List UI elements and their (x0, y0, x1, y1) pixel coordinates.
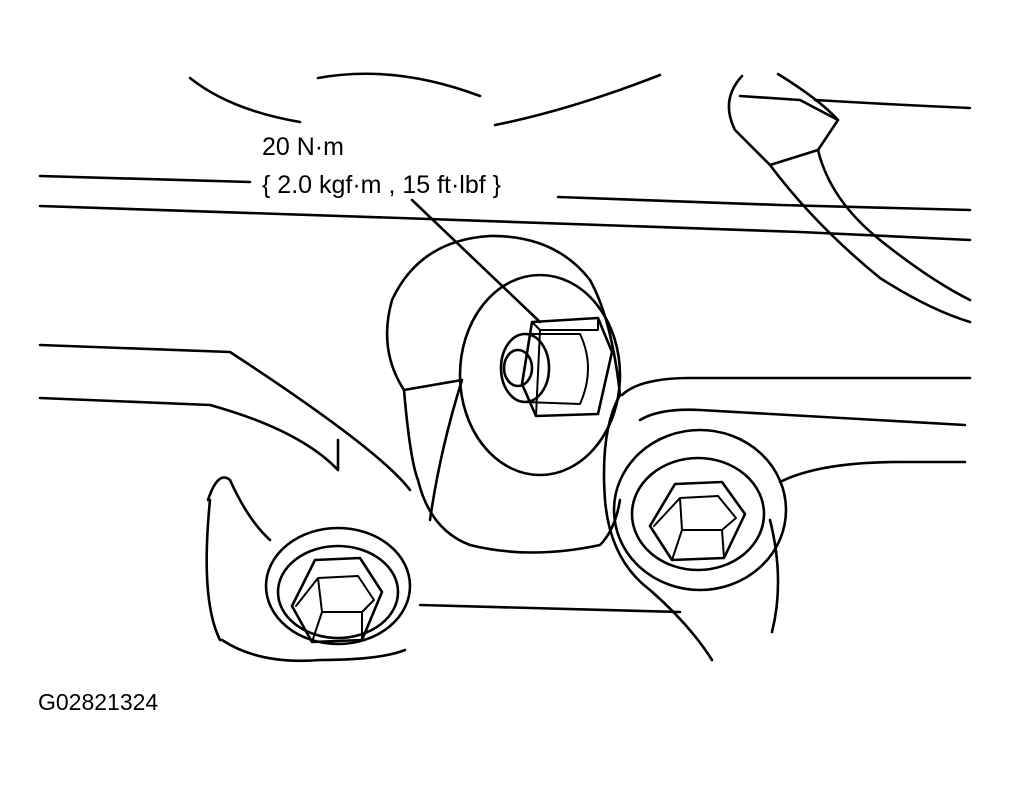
left-bracket (38, 343, 412, 663)
casting-contours (188, 72, 662, 127)
center-mount (385, 234, 682, 614)
left-bracket-side (205, 498, 407, 663)
hose-clamp (738, 94, 840, 167)
mount-ear-outline (385, 234, 622, 397)
stud-end (502, 348, 534, 388)
hex-bolt-icon (290, 556, 384, 644)
torque-conversion-label: { 2.0 kgf·m , 15 ft·lbf } (262, 171, 502, 199)
right-bolt-hex-inner (653, 495, 737, 561)
torque-value-label: 20 N·m (262, 133, 344, 161)
torque-leader-line (410, 198, 542, 324)
left-bolt-washer (276, 544, 400, 640)
stud-shaft (524, 333, 589, 405)
left-bracket-upper-edge (38, 343, 412, 492)
right-bolt-boss-outer (612, 428, 788, 592)
mount-base-bottom (418, 603, 682, 614)
casting-arc-top-right (493, 73, 662, 127)
hose-body-edge (813, 98, 972, 110)
left-bolt-hex-inner (295, 575, 375, 643)
hose-inner-edge (776, 72, 972, 302)
right-bracket-outline (602, 393, 780, 662)
right-bracket (602, 376, 972, 662)
right-bracket-lower-edge (778, 460, 967, 484)
left-bolt (264, 526, 412, 646)
hose (727, 72, 972, 324)
edge-upper-right (556, 195, 972, 212)
edge-lower-long (38, 204, 972, 242)
hex-bolt-icon (648, 480, 747, 562)
left-bolt-boss-outer (264, 526, 412, 646)
casting-arc-top-left (188, 76, 302, 124)
casting-arc-top-center (316, 72, 482, 98)
left-bracket-lower-edge (38, 396, 340, 472)
mount-body-bottom (416, 478, 622, 554)
mount-body-left (402, 378, 464, 522)
horizontal-edges (38, 174, 972, 242)
right-bolt-washer (630, 456, 766, 572)
right-bracket-upper-edge (620, 376, 972, 397)
mount-boss (458, 273, 622, 477)
hose-outer-edge (727, 74, 972, 324)
hex-nut-icon (520, 316, 614, 418)
figure-id-label: G02821324 (38, 689, 159, 715)
left-bracket-curve (206, 476, 272, 542)
right-bracket-mid-edge (638, 408, 967, 427)
edge-upper-left (38, 174, 252, 184)
